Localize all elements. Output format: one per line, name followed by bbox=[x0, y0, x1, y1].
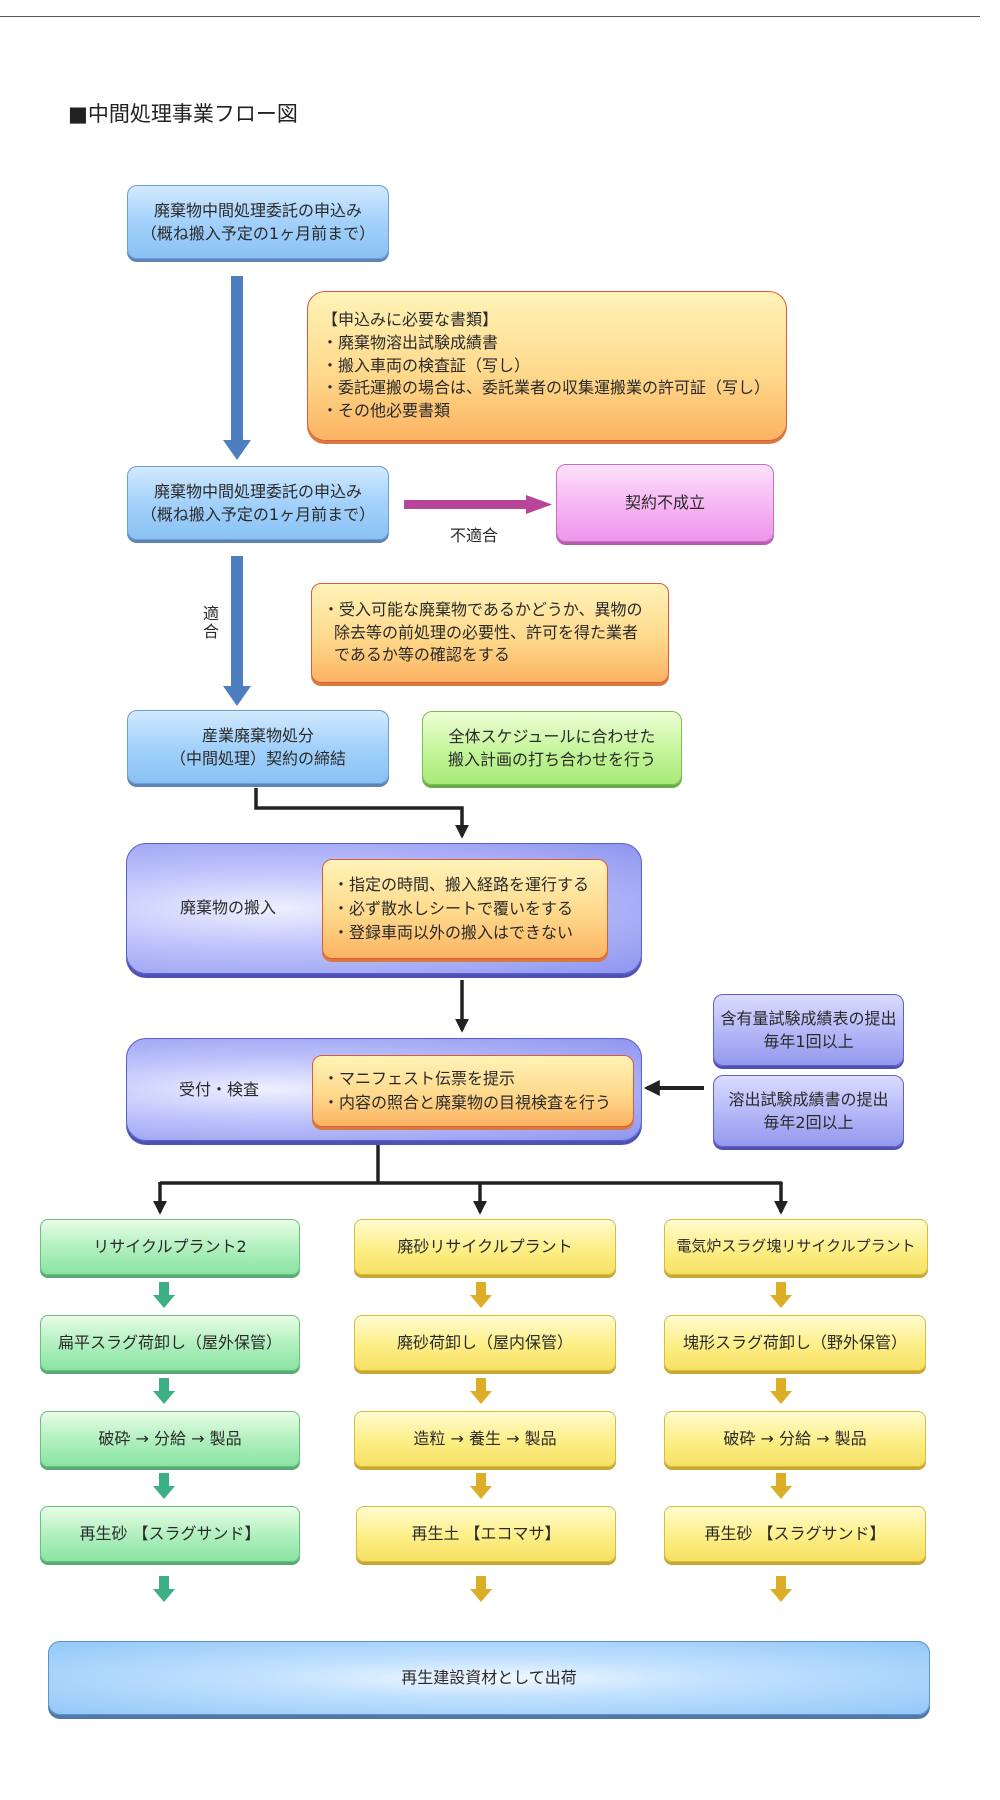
col2-product: 再生土 【エコマサ】 bbox=[356, 1506, 616, 1562]
confirmation-note: ・受入可能な廃棄物であるかどうか、異物の 除去等の前処理の必要性、許可を得た業者… bbox=[311, 583, 669, 683]
delivery-label: 廃棄物の搬入 bbox=[180, 898, 277, 917]
col2-plant: 廃砂リサイクルプラント bbox=[354, 1219, 616, 1275]
col3-arrows bbox=[770, 1282, 792, 1602]
required-document-item: ・廃棄物溶出試験成績書 bbox=[322, 332, 499, 352]
blue-arrow-1 bbox=[223, 276, 251, 460]
delivery-rules: ・指定の時間、搬入経路を運行する ・必ず散水しシートで覆いをする ・登録車両以外… bbox=[322, 859, 608, 959]
col1-process: 破砕 → 分給 → 製品 bbox=[40, 1411, 300, 1467]
reception-rules: ・マニフェスト伝票を提示 ・内容の照合と廃棄物の目視検査を行う bbox=[312, 1055, 634, 1127]
reject-arrow bbox=[404, 495, 552, 514]
application-step-1: 廃棄物中間処理委託の申込み（概ね搬入予定の1ヶ月前まで） bbox=[127, 185, 389, 259]
col3-process: 破砕 → 分給 → 製品 bbox=[664, 1411, 926, 1467]
suitable-label: 適合 bbox=[202, 604, 219, 641]
col2-process: 造粒 → 養生 → 製品 bbox=[354, 1411, 616, 1467]
col3-product: 再生砂 【スラグサンド】 bbox=[664, 1506, 926, 1562]
required-document-item: ・搬入車両の検査証（写し） bbox=[322, 355, 531, 375]
required-document-item: ・委託運搬の場合は、委託業者の収集運搬業の許可証（写し） bbox=[322, 378, 771, 398]
col3-plant: 電気炉スラグ塊リサイクルプラント bbox=[664, 1219, 928, 1275]
application-step-2: 廃棄物中間処理委託の申込み（概ね搬入予定の1ヶ月前まで） bbox=[127, 466, 389, 540]
schedule-note: 全体スケジュールに合わせた搬入計画の打ち合わせを行う bbox=[422, 711, 682, 785]
required-document-item: ・その他必要書類 bbox=[322, 401, 451, 421]
col2-arrows bbox=[470, 1282, 492, 1602]
content-test-report-box: 含有量試験成績表の提出毎年1回以上 bbox=[713, 994, 904, 1066]
unsuitable-label: 不適合 bbox=[450, 526, 499, 545]
col1-arrows bbox=[153, 1282, 175, 1602]
reception-label: 受付・検査 bbox=[179, 1080, 260, 1099]
col1-plant: リサイクルプラント2 bbox=[40, 1219, 300, 1275]
top-rule bbox=[0, 16, 980, 17]
col1-unload: 扁平スラグ荷卸し（屋外保管） bbox=[40, 1315, 300, 1371]
contract-failed-box: 契約不成立 bbox=[556, 464, 774, 542]
shipping-step: 再生建設資材として出荷 bbox=[48, 1641, 930, 1715]
contract-to-delivery-connector bbox=[254, 788, 469, 839]
leaching-test-report-box: 溶出試験成績書の提出毎年2回以上 bbox=[713, 1075, 904, 1147]
col2-unload: 廃砂荷卸し（屋内保管） bbox=[354, 1315, 616, 1371]
page-title: ■中間処理事業フロー図 bbox=[68, 102, 298, 126]
blue-arrow-2 bbox=[223, 556, 251, 706]
required-documents-panel: 【申込みに必要な書類】 ・廃棄物溶出試験成績書 ・搬入車両の検査証（写し） ・委… bbox=[307, 291, 787, 441]
col1-product: 再生砂 【スラグサンド】 bbox=[40, 1506, 300, 1562]
col3-unload: 塊形スラグ荷卸し（野外保管） bbox=[664, 1315, 926, 1371]
required-documents-heading: 【申込みに必要な書類】 bbox=[322, 310, 499, 330]
contract-step: 産業廃棄物処分（中間処理）契約の締結 bbox=[127, 710, 389, 784]
